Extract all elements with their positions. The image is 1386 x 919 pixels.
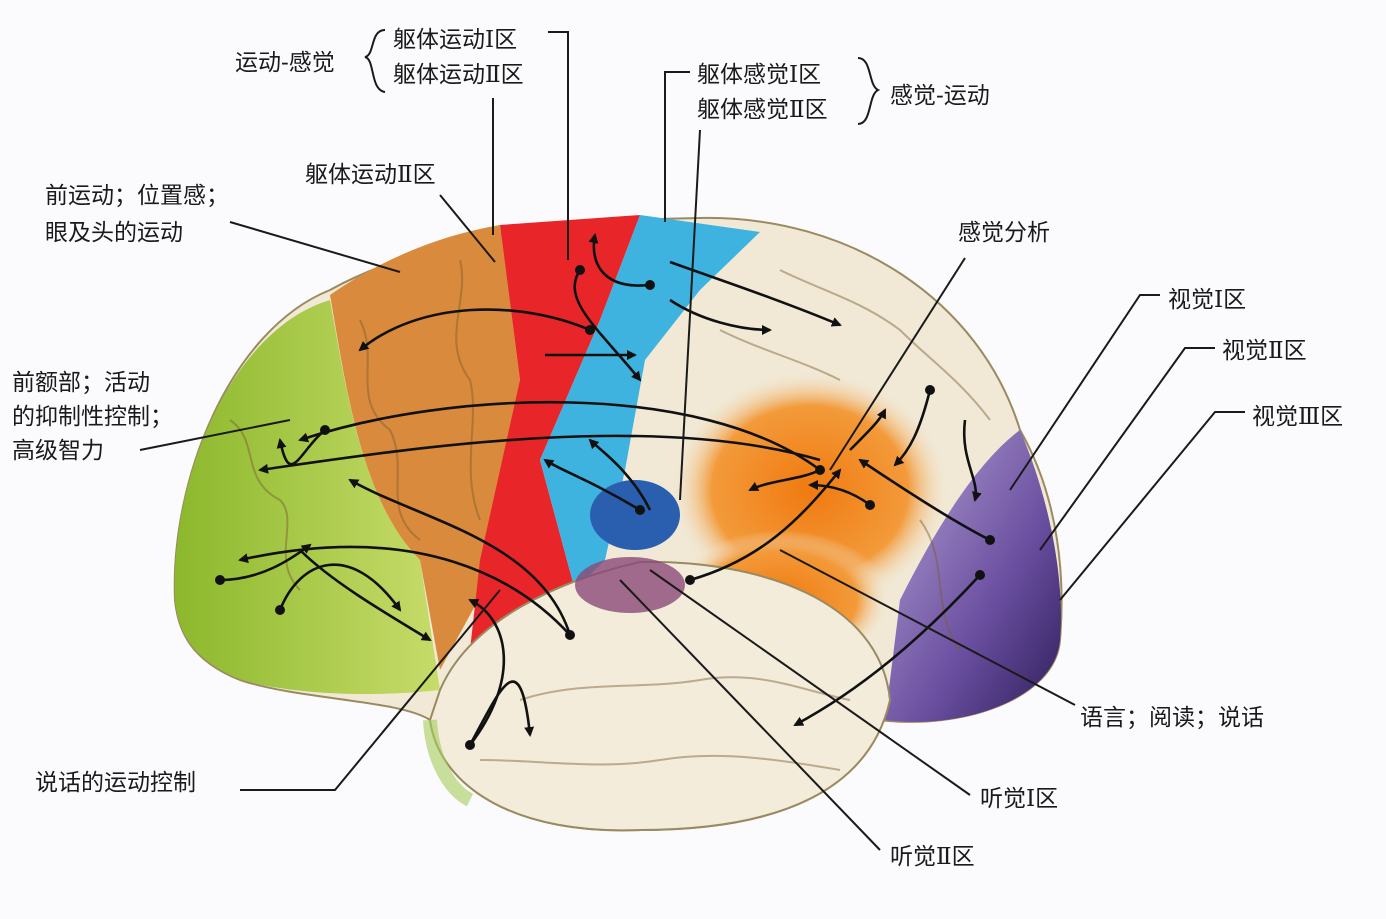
brain [173,215,1063,832]
leader-lines [139,29,1245,851]
sulci [229,259,991,771]
label-prefrontal-3: 高级智力 [12,438,104,464]
label-sensory-motor: 感觉-运动 [890,83,990,109]
label-prefrontal-2: 的抑制性控制； [12,404,173,430]
label-prefrontal-1: 前额部；活动 [12,370,150,396]
label-visual-2: 视觉Ⅱ区 [1222,338,1307,364]
label-somatic-motor-2-top: 躯体运动Ⅱ区 [393,62,524,88]
label-premotor-2: 眼及头的运动 [45,220,183,246]
label-visual-3: 视觉Ⅲ区 [1252,404,1343,430]
label-sensory-analysis: 感觉分析 [958,220,1050,246]
auditory-region [575,557,685,613]
somatosensory-region [540,215,760,590]
brace-right [857,57,881,125]
label-speech-motor: 说话的运动控制 [35,770,196,796]
label-somatic-sensory-1: 躯体感觉Ⅰ区 [697,62,821,88]
label-somatic-sensory-2: 躯体感觉Ⅱ区 [697,97,828,123]
label-visual-1: 视觉Ⅰ区 [1168,287,1246,313]
label-premotor-1: 前运动；位置感； [45,183,229,209]
label-auditory-2: 听觉Ⅱ区 [890,844,975,870]
label-somatic-motor-2: 躯体运动Ⅱ区 [305,162,436,188]
prefrontal-region [174,300,441,695]
label-somatic-motor-1: 躯体运动Ⅰ区 [393,27,517,53]
visual-region [885,430,1061,722]
labels: 运动-感觉 躯体运动Ⅰ区 躯体运动Ⅱ区 躯体感觉Ⅰ区 躯体感觉Ⅱ区 感觉-运动 … [12,27,1343,870]
brace-left [364,29,386,93]
label-auditory-1: 听觉Ⅰ区 [980,786,1058,812]
somatosensory-2-region [590,480,680,550]
label-motor-sensory: 运动-感觉 [235,50,335,76]
motor-cortex-region [470,215,640,650]
label-language: 语言；阅读；说话 [1080,705,1264,731]
connection-dots [215,265,995,750]
connection-arrows [219,233,991,746]
